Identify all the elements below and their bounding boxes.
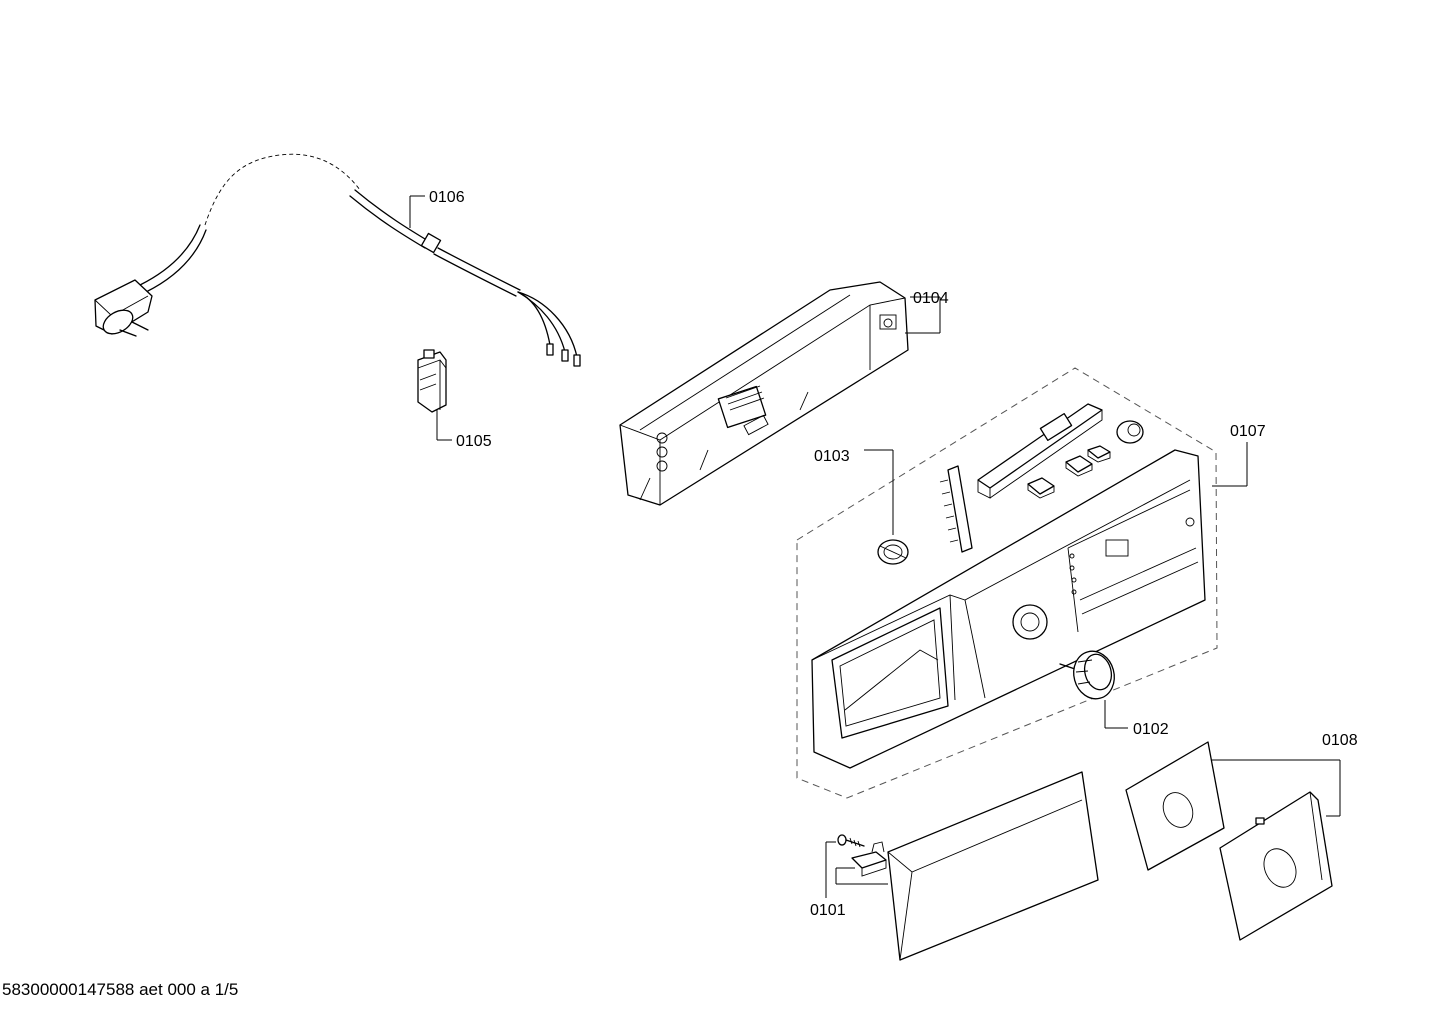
button-caps-part	[1027, 420, 1144, 499]
light-bar-part	[977, 403, 1103, 499]
drawing-footer-code: 58300000147588 aet 000 a 1/5	[2, 980, 239, 999]
light-pipe-part	[939, 465, 973, 553]
assembly-boundary-0107	[796, 367, 1218, 799]
part-label-0103: 0103	[814, 448, 850, 465]
part-label-0105: 0105	[456, 433, 492, 450]
part-label-0104: 0104	[913, 290, 949, 307]
power-cord-part	[94, 153, 581, 367]
program-knob-part	[1059, 650, 1115, 700]
control-panel-fascia-part	[811, 449, 1206, 769]
part-label-0101: 0101	[810, 902, 846, 919]
part-label-0108: 0108	[1322, 732, 1358, 749]
electronic-module-part	[619, 281, 909, 506]
part-label-0102: 0102	[1133, 721, 1169, 738]
panel-cover-part-b	[1219, 791, 1333, 941]
suppressor-clip-part	[417, 349, 447, 413]
indicator-ring-part	[877, 539, 909, 565]
mounting-clip-part	[851, 841, 887, 877]
screw-part	[837, 834, 865, 848]
part-label-0106: 0106	[429, 189, 465, 206]
panel-cover-part-a	[1125, 741, 1225, 871]
part-label-0107: 0107	[1230, 423, 1266, 440]
front-cover-part	[887, 771, 1099, 961]
